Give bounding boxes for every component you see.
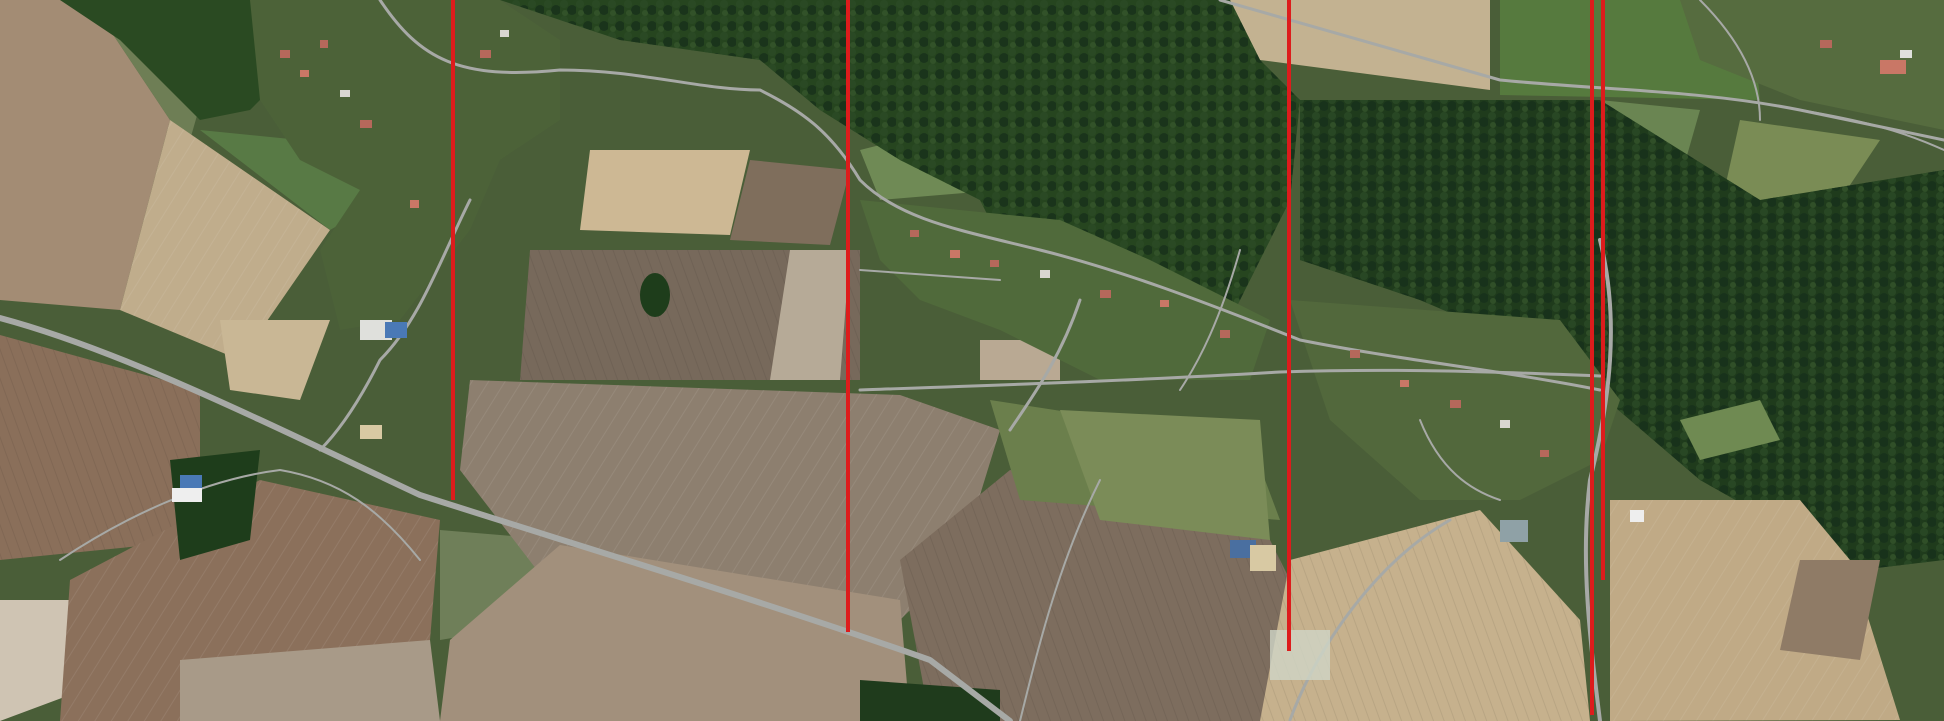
field bbox=[1680, 400, 1780, 460]
building bbox=[1540, 450, 1549, 457]
road bbox=[1288, 518, 1452, 721]
building bbox=[172, 488, 202, 502]
building bbox=[1270, 630, 1330, 680]
building bbox=[1230, 540, 1256, 558]
village-area bbox=[860, 200, 1270, 380]
field bbox=[0, 335, 200, 560]
field bbox=[440, 545, 910, 721]
building bbox=[1820, 40, 1832, 48]
road bbox=[1008, 298, 1082, 432]
building bbox=[950, 250, 960, 258]
field bbox=[120, 120, 330, 360]
field bbox=[1260, 510, 1590, 721]
road bbox=[378, 0, 1602, 392]
building bbox=[500, 30, 509, 37]
building bbox=[1160, 300, 1169, 307]
village-area bbox=[1680, 0, 1944, 130]
road bbox=[318, 198, 472, 452]
building bbox=[180, 475, 202, 489]
building bbox=[280, 50, 290, 58]
field bbox=[580, 150, 750, 235]
building bbox=[1350, 350, 1360, 358]
field bbox=[900, 470, 1300, 721]
overlay-lines bbox=[451, 0, 1605, 715]
road bbox=[858, 368, 1602, 392]
forest-area bbox=[1300, 100, 1944, 570]
building bbox=[1500, 420, 1510, 428]
road bbox=[1699, 0, 1761, 121]
forest-area bbox=[60, 0, 300, 120]
building bbox=[360, 425, 382, 439]
field bbox=[180, 640, 440, 721]
building bbox=[1100, 290, 1111, 298]
field bbox=[1610, 500, 1900, 721]
fields-center bbox=[440, 80, 1300, 721]
building bbox=[1250, 545, 1276, 571]
building bbox=[1500, 520, 1528, 542]
building bbox=[320, 40, 328, 48]
building bbox=[1220, 330, 1230, 338]
road bbox=[1419, 419, 1501, 501]
road bbox=[1218, 0, 1944, 142]
building bbox=[1630, 510, 1644, 522]
building bbox=[1880, 60, 1906, 74]
field bbox=[1060, 410, 1270, 540]
building bbox=[1450, 400, 1461, 408]
building bbox=[360, 120, 372, 128]
building bbox=[1900, 50, 1912, 58]
buildings bbox=[172, 30, 1912, 680]
building bbox=[340, 90, 350, 97]
road bbox=[1179, 249, 1241, 391]
field bbox=[770, 250, 850, 380]
road bbox=[1019, 479, 1101, 721]
building bbox=[410, 200, 419, 208]
field bbox=[0, 0, 170, 310]
building bbox=[480, 50, 491, 58]
tree-clump bbox=[640, 273, 670, 317]
building bbox=[1040, 270, 1050, 278]
road bbox=[859, 269, 1001, 281]
building bbox=[385, 322, 407, 338]
fields-east bbox=[1260, 400, 1900, 721]
building bbox=[990, 260, 999, 267]
building bbox=[910, 230, 919, 237]
building bbox=[300, 70, 309, 77]
road bbox=[59, 469, 421, 561]
field bbox=[1780, 560, 1880, 660]
road bbox=[1799, 109, 1944, 151]
village-area bbox=[250, 0, 560, 330]
field bbox=[220, 320, 330, 400]
field bbox=[730, 160, 850, 245]
main-road bbox=[0, 315, 1013, 721]
building bbox=[360, 320, 392, 340]
building bbox=[1400, 380, 1409, 387]
